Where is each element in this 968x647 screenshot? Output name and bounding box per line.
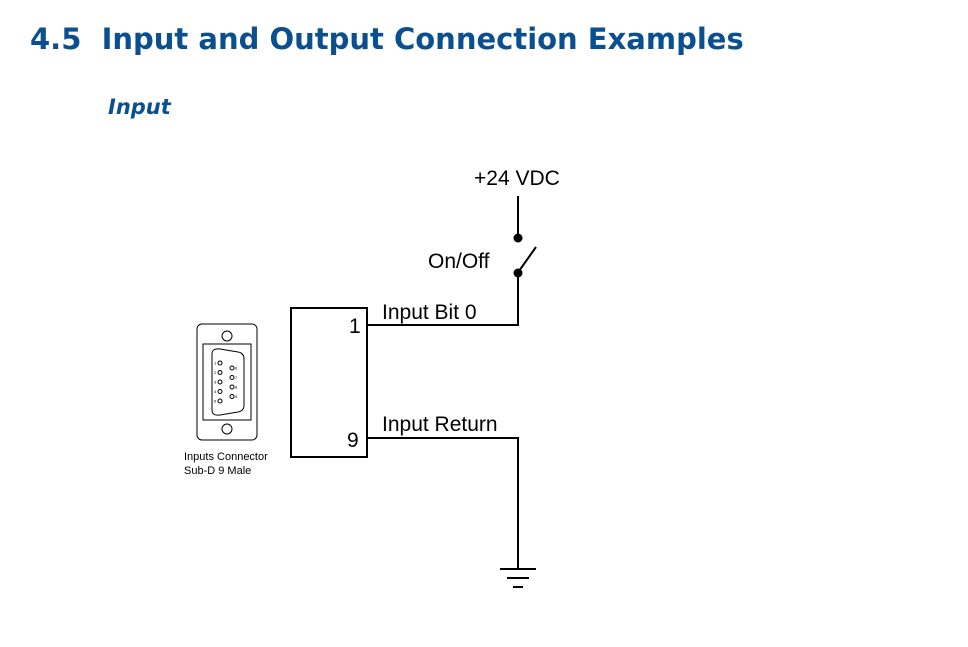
connector-pin: [217, 360, 223, 366]
connector-pin: [217, 370, 223, 375]
connector-pin: [229, 384, 235, 390]
connector-pin-number: 6: [235, 366, 238, 371]
switch-blade: [518, 246, 537, 272]
switch-label: On/Off: [428, 250, 490, 273]
pin9-wire: [367, 437, 519, 569]
pin1-number: 1: [349, 315, 361, 338]
connector-pin-number: 2: [214, 370, 217, 375]
connector-caption-line2: Sub-D 9 Male: [184, 465, 251, 477]
connector-pin-number: 9: [235, 394, 238, 399]
connector-pin: [229, 394, 235, 399]
connector-pin-number: 1: [214, 361, 217, 366]
pin9-number: 9: [347, 429, 359, 452]
pin9-signal-label: Input Return: [382, 413, 498, 436]
pin1-wire: [367, 273, 519, 326]
terminal-block: [290, 307, 368, 458]
connector-pin-number: 3: [214, 380, 217, 385]
connector-pin: [217, 389, 223, 394]
connector-pin: [217, 398, 223, 404]
connector-pin-number: 8: [235, 385, 238, 390]
switch-contact-top: [513, 233, 523, 243]
connector-pin: [229, 365, 235, 371]
subsection-heading: Input: [108, 95, 171, 119]
pin1-signal-label: Input Bit 0: [382, 301, 477, 324]
section-heading: 4.5 Input and Output Connection Examples: [30, 22, 744, 56]
db9-connector-icon: 1 2 3 4 5 6 7 8 9: [196, 323, 258, 441]
ground-icon: [500, 568, 536, 588]
connector-pin-number: 7: [235, 375, 238, 380]
connector-pin-number: 4: [214, 389, 217, 394]
connector-pin-number: 5: [214, 399, 217, 404]
connector-caption-line1: Inputs Connector: [184, 451, 268, 463]
supply-label: +24 VDC: [474, 167, 560, 190]
connector-pin: [229, 375, 235, 380]
connector-pin: [217, 379, 223, 385]
